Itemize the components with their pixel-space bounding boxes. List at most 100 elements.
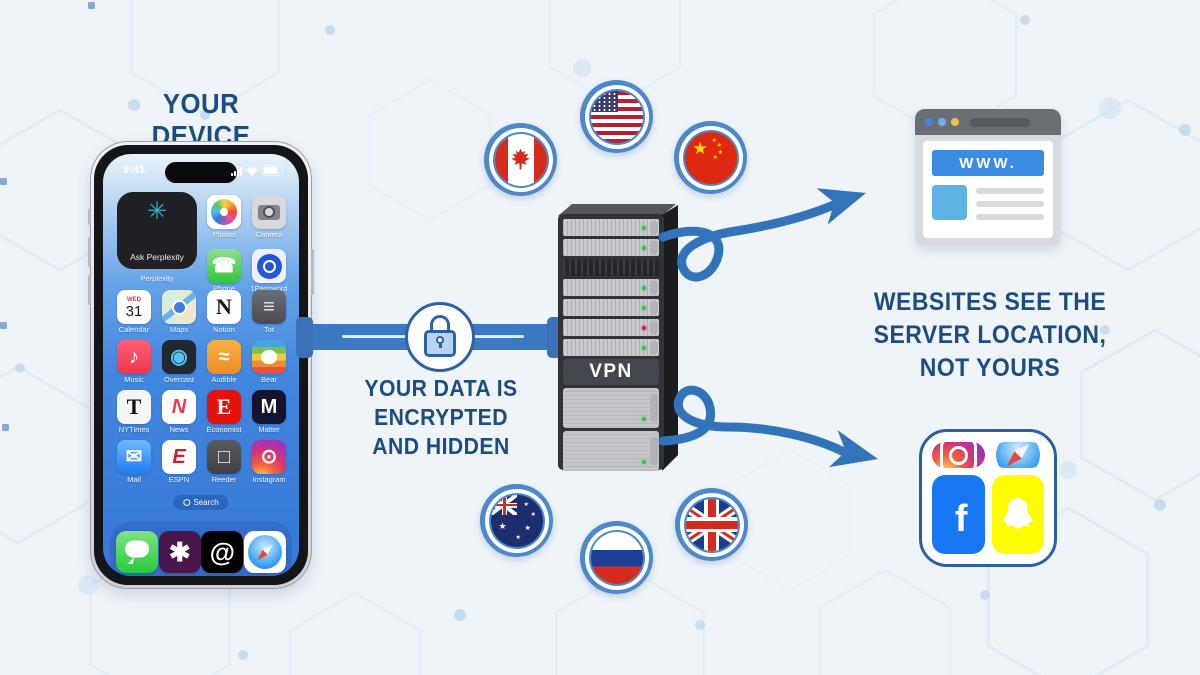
snapchat-icon (991, 475, 1044, 554)
audible-app: ≈Audible (207, 340, 241, 384)
news-app-icon: N (162, 390, 196, 424)
snapchat-ghost-icon (1002, 498, 1033, 530)
app-label: NYTimes (118, 425, 150, 434)
economist-glyph: E (216, 394, 232, 419)
slack-app-icon: ✱ (158, 531, 201, 573)
phone-volume-up-button (88, 237, 91, 267)
overcast-app: ◉Overcast (162, 340, 196, 384)
drive-handle (650, 394, 658, 422)
mini-union-jack-icon (490, 494, 517, 515)
southern-cross-star-icon: ★ (498, 520, 507, 531)
server-front-face: VPN (558, 214, 664, 471)
canada-flag-face (494, 133, 547, 186)
nytimes-glyph: T (126, 394, 142, 419)
compass-needle-icon (1003, 442, 1033, 468)
australia-flag-face: ★★★★★ (490, 494, 543, 547)
music-app-icon: ♪ (117, 340, 151, 374)
maps-app-icon (162, 290, 196, 324)
page-thumbnail (932, 185, 967, 220)
search-icon (183, 499, 191, 506)
notion-app-icon: N (207, 290, 241, 324)
jack-red-horizontal (490, 503, 517, 507)
southern-cross-star-icon: ★ (523, 501, 529, 508)
green-led-icon (642, 285, 646, 290)
drive-handle (650, 437, 658, 465)
instagram-app: ⊙Instagram (252, 440, 286, 484)
reeder-app-icon: □ (207, 440, 241, 474)
mail-glyph: ✉ (125, 446, 143, 468)
ask-perplexity-button: Ask Perplexity (130, 252, 184, 262)
safari-icon (991, 442, 1044, 468)
facebook-icon: f (932, 475, 985, 554)
threads-app: @ (201, 531, 244, 573)
search-label: Search (193, 498, 219, 507)
server-slat (563, 239, 659, 256)
economist-app-icon: E (207, 390, 241, 424)
drive-handle (650, 301, 658, 314)
1password-app-icon (252, 249, 286, 283)
reeder-glyph: □ (217, 446, 231, 468)
nytimes-app: T NYTimes (117, 390, 151, 434)
facebook-f-glyph: f (954, 498, 968, 540)
app-label: Tot (263, 325, 274, 334)
espn-glyph: E (172, 446, 186, 468)
window-dot-yellow-icon (951, 118, 959, 126)
server-slat (563, 219, 659, 236)
padlock-shackle (430, 315, 450, 332)
app-label: Calendar (118, 325, 150, 334)
news-glyph: N (171, 396, 187, 418)
app-label: 1Password (250, 284, 288, 293)
music-app: ♪Music (117, 340, 151, 384)
matter-glyph: M (260, 396, 278, 418)
green-led-icon (642, 460, 646, 464)
southern-cross-star-icon: ★ (515, 534, 521, 541)
slack-app: ✱ (158, 531, 201, 573)
overcast-glyph: ◉ (170, 346, 188, 368)
green-led-icon (642, 225, 646, 230)
green-led-icon (642, 305, 646, 310)
photos-app-icon (207, 195, 241, 229)
phone-glyph: ☎ (211, 255, 237, 277)
app-label: Music (124, 375, 144, 384)
app-label: News (169, 425, 189, 434)
slack-glyph: ✱ (168, 537, 191, 567)
status-bar-time: 9:41 (123, 164, 146, 176)
app-label: Matter (258, 425, 280, 434)
vpn-server-label: VPN (563, 359, 659, 385)
camera-app-icon (252, 195, 286, 229)
safari-app (243, 531, 286, 573)
padlock-keyhole-stem (438, 343, 442, 348)
padlock-icon (405, 302, 475, 372)
battery-icon (262, 165, 283, 176)
news-app: N News (162, 390, 196, 434)
drive-handle (650, 241, 658, 254)
perplexity-widget: ✳ Ask Perplexity (117, 192, 197, 269)
phone-app-icon: ☎ (207, 249, 241, 283)
tot-app-icon: ≡ (252, 290, 286, 324)
bear-app: Bear (252, 340, 286, 384)
instagram-app-icon: ⊙ (252, 440, 286, 474)
tunnel-cap-left (296, 317, 313, 358)
maps-app: Maps (162, 290, 196, 334)
usa-flag-face (590, 90, 643, 143)
spotlight-search-pill: Search (173, 495, 229, 510)
red-led-icon (642, 325, 646, 330)
app-label: Reeder (211, 475, 237, 484)
page-text-lines (976, 185, 1044, 220)
server-vent (563, 259, 659, 276)
reeder-app: □ Reeder (207, 440, 241, 484)
app-label: Maps (169, 325, 189, 334)
calendar-day: 31 (125, 302, 143, 320)
padlock-body (424, 330, 456, 357)
server-unit (563, 431, 659, 471)
china-flag-face: ★★★★★ (684, 131, 737, 184)
green-led-icon (642, 417, 646, 421)
